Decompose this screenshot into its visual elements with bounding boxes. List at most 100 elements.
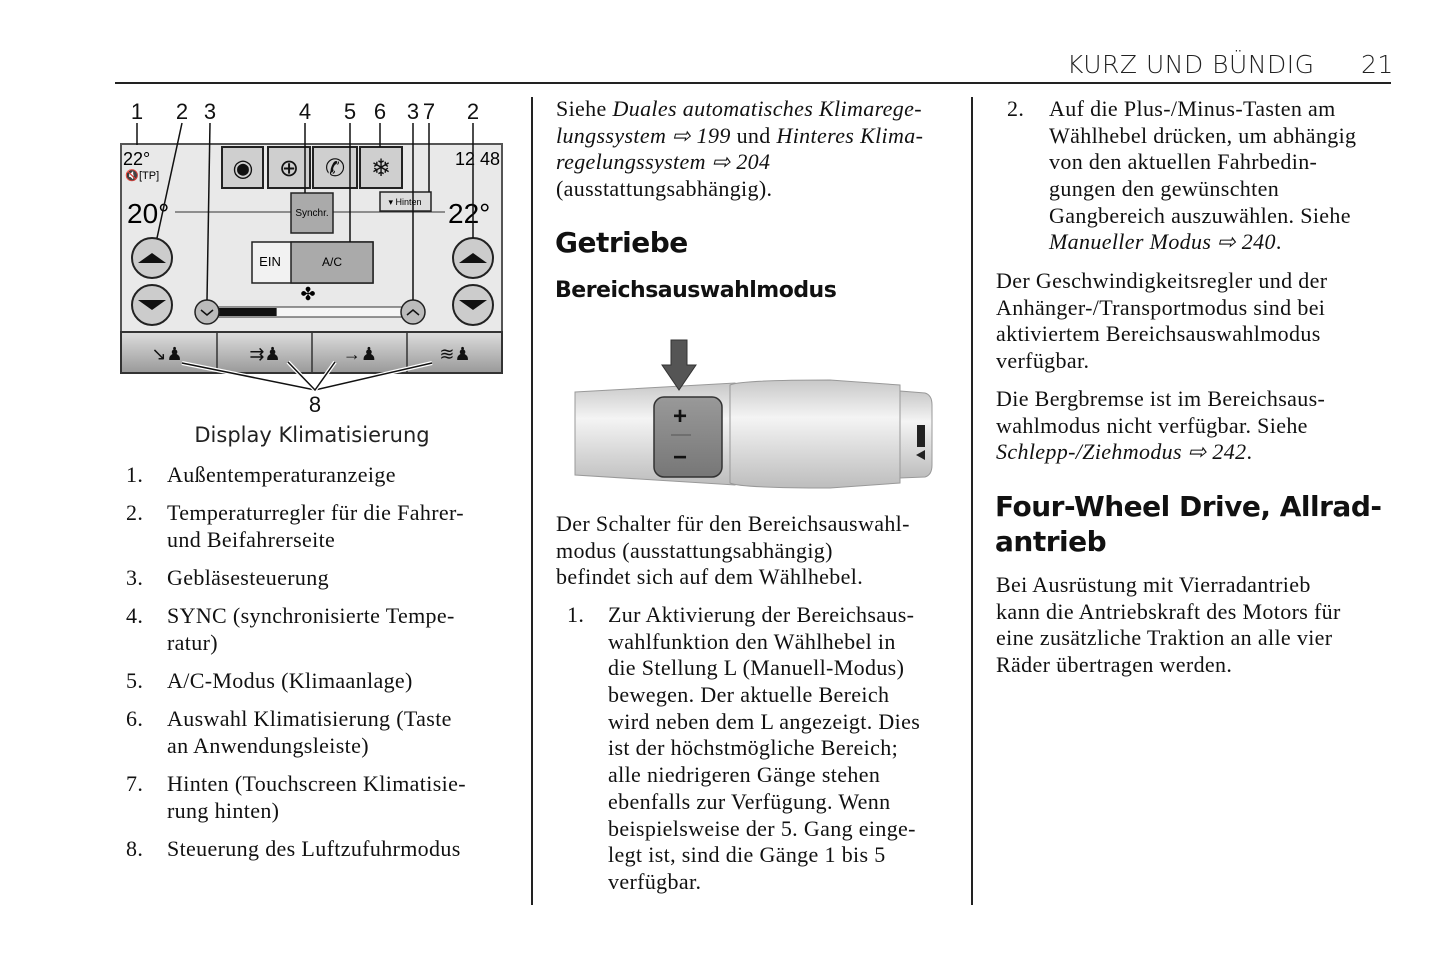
- text-segment: .: [1246, 439, 1253, 465]
- text-segment: (ausstattungsabhängig).: [556, 176, 773, 202]
- text-line: Zur Aktivierung der Bereichsaus-: [608, 602, 920, 629]
- text-segment: Gangbereich auszuwählen. Siehe: [1049, 202, 1351, 228]
- callout-label: 3: [204, 99, 216, 124]
- section-title: KURZ UND BÜNDIG: [1067, 50, 1315, 79]
- legend-item: 5.A/C-Modus (Klimaanlage): [126, 668, 466, 695]
- text-segment: Die Bergbremse ist im Bereichsaus-: [996, 386, 1326, 411]
- step-2-number: 2.: [1007, 96, 1025, 121]
- text-segment: Siehe: [556, 96, 613, 121]
- heading-line: Four-Wheel Drive, Allrad-: [995, 490, 1382, 523]
- cross-reference: Schlepp-/Ziehmodus ⇨ 242: [996, 439, 1247, 465]
- outside-temp: 22°: [123, 149, 150, 169]
- tp-label: [TP]: [139, 170, 159, 182]
- callout-label: 1: [131, 99, 143, 124]
- plus-label: +: [673, 403, 687, 430]
- text-segment: Räder übertragen werden.: [996, 652, 1233, 678]
- arrow-up-icon: [459, 253, 487, 263]
- legend-text: Temperaturregler für die Fahrer-: [167, 500, 464, 526]
- text-line: gungen den gewünschten: [1049, 176, 1356, 203]
- triangle-icon: [916, 450, 925, 460]
- legend-item: 4.SYNC (synchronisierte Tempe-ratur): [126, 603, 466, 656]
- app-buttons: [221, 146, 403, 189]
- text-segment: wird neben dem L angezeigt. Dies: [608, 708, 921, 734]
- fan-up-button: [400, 299, 426, 325]
- leader-lines: [136, 122, 474, 394]
- climate-icon: ❄: [371, 155, 391, 182]
- legend-text: Außentemperaturanzeige: [167, 462, 396, 487]
- audio-app-button: [221, 146, 264, 189]
- text-line: beispielsweise der 5. Gang einge-: [608, 816, 920, 843]
- hill-brake-paragraph: Die Bergbremse ist im Bereichsaus-wahlmo…: [996, 386, 1325, 466]
- text-line: Gangbereich auszuwählen. Siehe: [1049, 203, 1356, 230]
- text-line: von den aktuellen Fahrbedin-: [1049, 149, 1356, 176]
- chevron-down-icon: [200, 309, 214, 316]
- arrow-up-icon: [138, 253, 166, 263]
- text-line: ist der höchstmögliche Bereich;: [608, 735, 920, 762]
- arrow-down-icon: [459, 300, 487, 310]
- legend-text: rung hinten): [167, 797, 280, 823]
- climate-app-button: [359, 146, 403, 189]
- chevron-up-icon: [406, 309, 420, 316]
- legend-number: 3.: [126, 565, 144, 591]
- text-segment: ebenfalls zur Verfügung. Wenn: [608, 788, 891, 814]
- globe-icon: ⊕: [279, 155, 299, 182]
- callout-label: 8: [309, 392, 321, 417]
- clock: 12 48: [455, 149, 500, 169]
- text-segment: bewegen. Der aktuelle Bereich: [608, 682, 890, 708]
- arrow-down-icon: [661, 339, 697, 391]
- text-segment: alle niedrigeren Gänge stehen: [608, 762, 881, 788]
- callout-label: 6: [374, 99, 386, 124]
- text-line: eine zusätzliche Traktion an alle vier: [996, 625, 1341, 652]
- step-1-text: Zur Aktivierung der Bereichsaus-wahlfunk…: [608, 602, 920, 896]
- text-line: bewegen. Der aktuelle Bereich: [608, 682, 920, 709]
- text-segment: gungen den gewünschten: [1049, 176, 1280, 202]
- legend-text: Gebläsesteuerung: [167, 565, 329, 591]
- column-divider: [971, 97, 973, 905]
- text-line: ebenfalls zur Verfügung. Wenn: [608, 789, 920, 816]
- heading-getriebe: Getriebe: [555, 226, 688, 259]
- text-line: Der Schalter für den Bereichsauswahl-: [556, 511, 910, 538]
- ac-label: A/C: [322, 255, 342, 269]
- callout-labels: 1 2 3 4 5 6 3 7 2 8: [131, 99, 479, 417]
- legend-text: ratur): [167, 629, 218, 655]
- sync-button: [290, 192, 334, 234]
- callout-label: 2: [176, 99, 188, 124]
- legend-text: Auswahl Klimatisierung (Taste: [167, 706, 452, 732]
- legend-number: 2.: [126, 500, 144, 526]
- tp-label: 🔇: [125, 169, 139, 182]
- speaker-icon: ◉: [233, 155, 254, 182]
- text-segment: Zur Aktivierung der Bereichsaus-: [608, 602, 915, 627]
- cross-reference: regelungssystem ⇨ 204: [556, 149, 771, 175]
- rear-button: [379, 191, 432, 212]
- legend-number: 7.: [126, 771, 144, 797]
- text-segment: aktiviertem Bereichsauswahlmodus: [996, 321, 1321, 347]
- legend-item: 1.Außentemperaturanzeige: [126, 462, 466, 489]
- text-line: Manueller Modus ⇨ 240.: [1049, 229, 1356, 256]
- text-segment: Der Schalter für den Bereichsauswahl-: [556, 511, 910, 536]
- panel-vent-icon: →♟: [343, 344, 377, 364]
- text-segment: beispielsweise der 5. Gang einge-: [608, 815, 916, 841]
- callout-label: 4: [299, 99, 311, 124]
- intro-paragraph: Siehe Duales automatisches Klimarege-lun…: [556, 96, 923, 203]
- text-segment: befindet sich auf dem Wählhebel.: [556, 564, 864, 590]
- step-1-number: 1.: [567, 602, 585, 627]
- legend-number: 6.: [126, 706, 144, 732]
- plus-minus-button[interactable]: [653, 396, 723, 478]
- text-line: wahlmodus nicht verfügbar. Siehe: [996, 413, 1325, 440]
- legend-text: Hinten (Touchscreen Klimatisie-: [167, 771, 466, 797]
- text-line: Räder übertragen werden.: [996, 652, 1341, 679]
- text-segment: verfügbar.: [608, 868, 702, 894]
- text-segment: eine zusätzliche Traktion an alle vier: [996, 625, 1333, 651]
- legend-item: 2.Temperaturregler für die Fahrer-und Be…: [126, 500, 466, 553]
- text-line: wird neben dem L angezeigt. Dies: [608, 709, 920, 736]
- text-line: Auf die Plus-/Minus-Tasten am: [1049, 96, 1356, 123]
- nav-app-button: [267, 146, 311, 189]
- fan-icon: ✤: [300, 284, 315, 304]
- floor-vent-icon: ↘♟: [151, 344, 182, 364]
- legend-text: SYNC (synchronisierte Tempe-: [167, 603, 455, 629]
- legend-text: A/C-Modus (Klimaanlage): [167, 668, 413, 694]
- text-segment: wahlmodus nicht verfügbar. Siehe: [996, 412, 1308, 438]
- text-line: Der Geschwindigkeitsregler und der: [996, 268, 1327, 295]
